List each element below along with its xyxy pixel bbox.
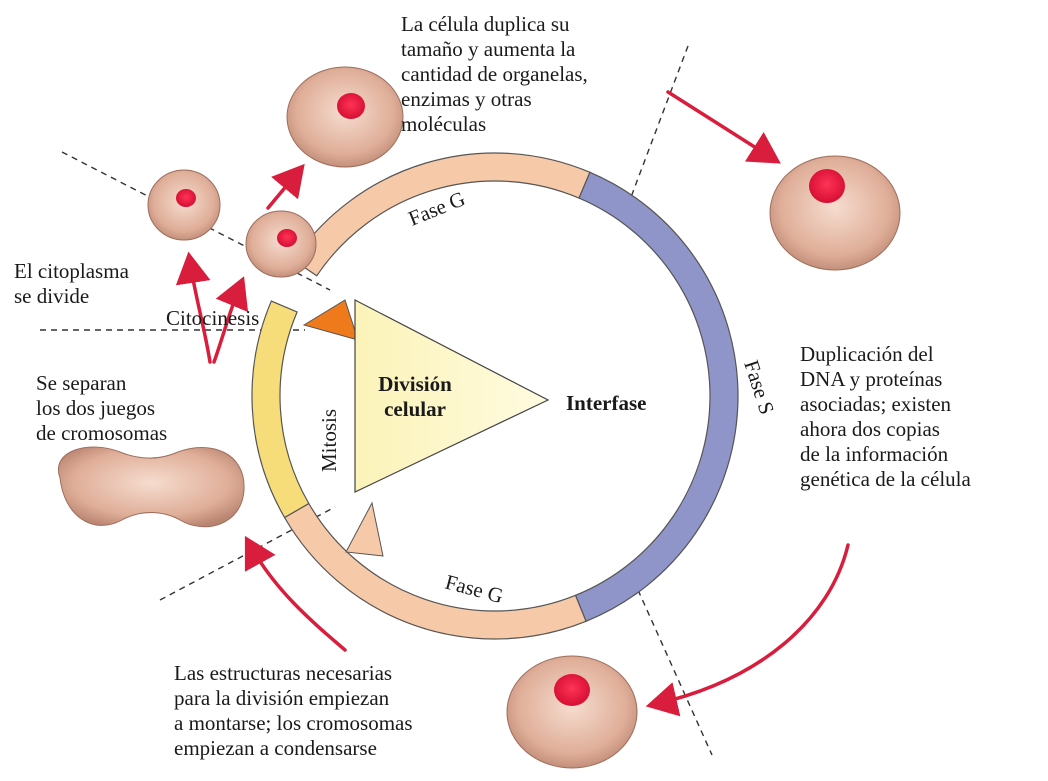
chromosome-description: Se separan los dos juegos de cromosomas [36, 371, 167, 446]
cell-small-left [148, 170, 220, 240]
growth-description: La célula duplica su tamaño y aumenta la… [401, 12, 588, 137]
synthesis-description: Duplicación del DNA y proteínas asociada… [800, 342, 971, 492]
arrow-s-to-g2 [656, 545, 848, 704]
mitosis-arrowhead [304, 300, 358, 340]
mitosis-label: Mitosis [317, 409, 341, 472]
ring-segment-g2 [285, 504, 586, 640]
g2-arrowhead [346, 503, 383, 556]
arrow-growth-to-s [668, 92, 772, 158]
cytokinesis-label: Citocinesis [166, 306, 259, 331]
interphase-label: Interfase [566, 391, 646, 416]
arrow-grow-daughter [268, 172, 298, 208]
cell-bottom [507, 656, 637, 768]
cell-right-upper [770, 156, 900, 270]
division-label: División celular [360, 372, 470, 422]
separator-line-top-right [628, 46, 688, 205]
ring-segment-mitosis [252, 301, 309, 517]
g2-description: Las estructuras necesarias para la divis… [174, 661, 413, 761]
cytoplasm-description: El citoplasma se divide [14, 259, 129, 309]
separator-line-bottom-right [638, 590, 712, 755]
cell-small-right [246, 211, 316, 277]
phase-g2-label: Fase G [443, 570, 506, 608]
phase-s-label: Fase S [739, 357, 779, 417]
cell-large-top [287, 67, 403, 167]
cell-dividing [58, 447, 244, 527]
